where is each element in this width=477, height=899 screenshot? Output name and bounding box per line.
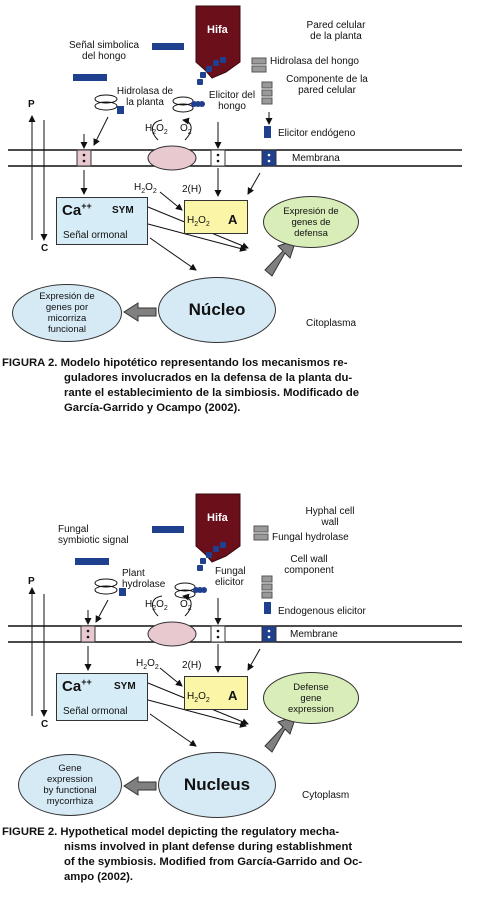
caption-body: nisms involved in plant defense during e… — [64, 841, 363, 883]
diagram-graphics — [8, 5, 462, 322]
figure-caption: FIGURA 2. Modelo hipotético representand… — [2, 356, 472, 416]
oxidase-enzyme — [147, 145, 197, 171]
two-h-label: 2(H) — [182, 184, 202, 195]
membrane-label: Membrana — [292, 153, 340, 164]
plant-hydrolase-label: Hidrolasa de la planta — [116, 86, 174, 108]
gray-arrow-to-mycorrhiza — [123, 776, 157, 796]
cytoplasm-label: Cytoplasm — [302, 790, 350, 801]
ca-sym-box — [56, 197, 148, 245]
caption-head: FIGURA 2. Modelo hipotético representand… — [2, 357, 348, 369]
mycorrhiza-gene-expression-ellipse: Gene expression by functional mycorrhiza — [18, 754, 122, 816]
plant-hydrolase-label: Plant hydrolase — [122, 568, 166, 590]
cell-wall-component-label: Cell wall component — [284, 554, 334, 576]
h2o2-mid-label: H2O2 — [134, 182, 157, 195]
nucleus: Nucleus — [158, 752, 276, 818]
gray-arrow-to-defense — [264, 239, 297, 277]
o2-label: O2 — [180, 123, 192, 136]
o2-label: O2 — [180, 599, 192, 612]
fungal-symbolic-signal-label: Señal simbolica del hongo — [68, 40, 140, 62]
diagram-graphics — [8, 493, 462, 796]
hypha-beads — [197, 57, 226, 85]
nucleus: Núcleo — [158, 277, 276, 343]
h2o2-top-label: H2O2 — [145, 599, 168, 612]
cell-wall-components — [251, 57, 273, 105]
gray-arrow-to-mycorrhiza — [123, 302, 157, 322]
p-label: P — [28, 576, 35, 587]
caption-body: guladores involucrados en la defensa de … — [64, 372, 360, 414]
cell-wall-components — [253, 525, 273, 599]
hypha-shape — [195, 5, 241, 79]
fungal-hydrolase-label: Hidrolasa del hongo — [270, 56, 359, 67]
plant-cell-wall-label: Pared celular de la planta — [306, 20, 366, 42]
mycorrhiza-gene-expression-ellipse: Expresión de genes por micorriza funcion… — [12, 284, 122, 342]
hyphal-cell-wall-label: Hyphal cell wall — [305, 506, 355, 528]
fungal-signal-blocks — [75, 526, 184, 565]
fungal-elicitor-label: Fungal elicitor — [215, 566, 246, 588]
figure-caption: FIGURE 2. Hypothetical model depicting t… — [2, 825, 472, 885]
cytoplasm-label: Citoplasma — [306, 318, 357, 329]
endogenous-elicitor-label: Elicitor endógeno — [278, 128, 356, 139]
hypha-label: Hifa — [207, 512, 228, 524]
ca-label: Ca++ — [62, 201, 92, 219]
membrane-label: Membrane — [290, 629, 338, 640]
two-h-label: 2(H) — [182, 660, 202, 671]
a-label: A — [228, 212, 238, 227]
fungal-hydrolase-label: Fungal hydrolase — [272, 532, 349, 543]
elicitor-receptor — [210, 625, 226, 643]
defense-gene-expression-ellipse: Expresión de genes de defensa — [263, 196, 359, 248]
diagram-panel-english: Hifa Hyphal cell wall Fungal hydrolase C… — [0, 472, 477, 899]
cell-wall-component-label: Componente de la pared celular — [286, 74, 368, 96]
oxidase-enzyme — [147, 621, 197, 647]
endogenous-receptor — [261, 625, 277, 643]
sym-receptor — [76, 149, 92, 167]
h2o2-top-label: H2O2 — [145, 123, 168, 136]
endogenous-elicitor-label: Endogenous elicitor — [278, 606, 366, 617]
hypha-shape — [195, 493, 241, 563]
hormonal-signal-label: Señal ormonal — [63, 706, 128, 717]
fungal-signal-blocks — [73, 43, 184, 81]
h2o2-box-label: H2O2 — [187, 215, 210, 228]
h2o2-box-label: H2O2 — [187, 691, 210, 704]
hypha-label: Hifa — [207, 24, 228, 36]
p-label: P — [28, 99, 35, 110]
hypha-beads — [197, 542, 226, 571]
sym-label: SYM — [112, 205, 134, 216]
sym-receptor — [80, 625, 96, 643]
c-label: C — [41, 243, 49, 254]
hydrolase-coils — [94, 94, 194, 113]
fungal-symbiotic-signal-label: Fungal symbiotic signal — [58, 524, 129, 546]
ca-sym-box — [56, 673, 148, 721]
gray-arrow-to-defense — [264, 715, 297, 753]
caption-head: FIGURE 2. Hypothetical model depicting t… — [2, 826, 340, 838]
defense-gene-expression-ellipse: Defense gene expression — [263, 672, 359, 724]
a-label: A — [228, 688, 238, 703]
fungal-elicitor-label: Elicitor del hongo — [208, 90, 256, 112]
h2o2-a-box — [184, 676, 248, 710]
h2o2-mid-label: H2O2 — [136, 658, 159, 671]
h2o2-a-box — [184, 200, 248, 234]
ca-label: Ca++ — [62, 677, 92, 695]
diagram-panel-spanish: Hifa Pared celular de la planta Hidrolas… — [0, 0, 477, 445]
endogenous-receptor — [261, 149, 277, 167]
sym-label: SYM — [114, 681, 136, 692]
elicitor-receptor — [210, 149, 226, 167]
c-label: C — [41, 719, 49, 730]
hormonal-signal-label: Señal ormonal — [63, 230, 128, 241]
